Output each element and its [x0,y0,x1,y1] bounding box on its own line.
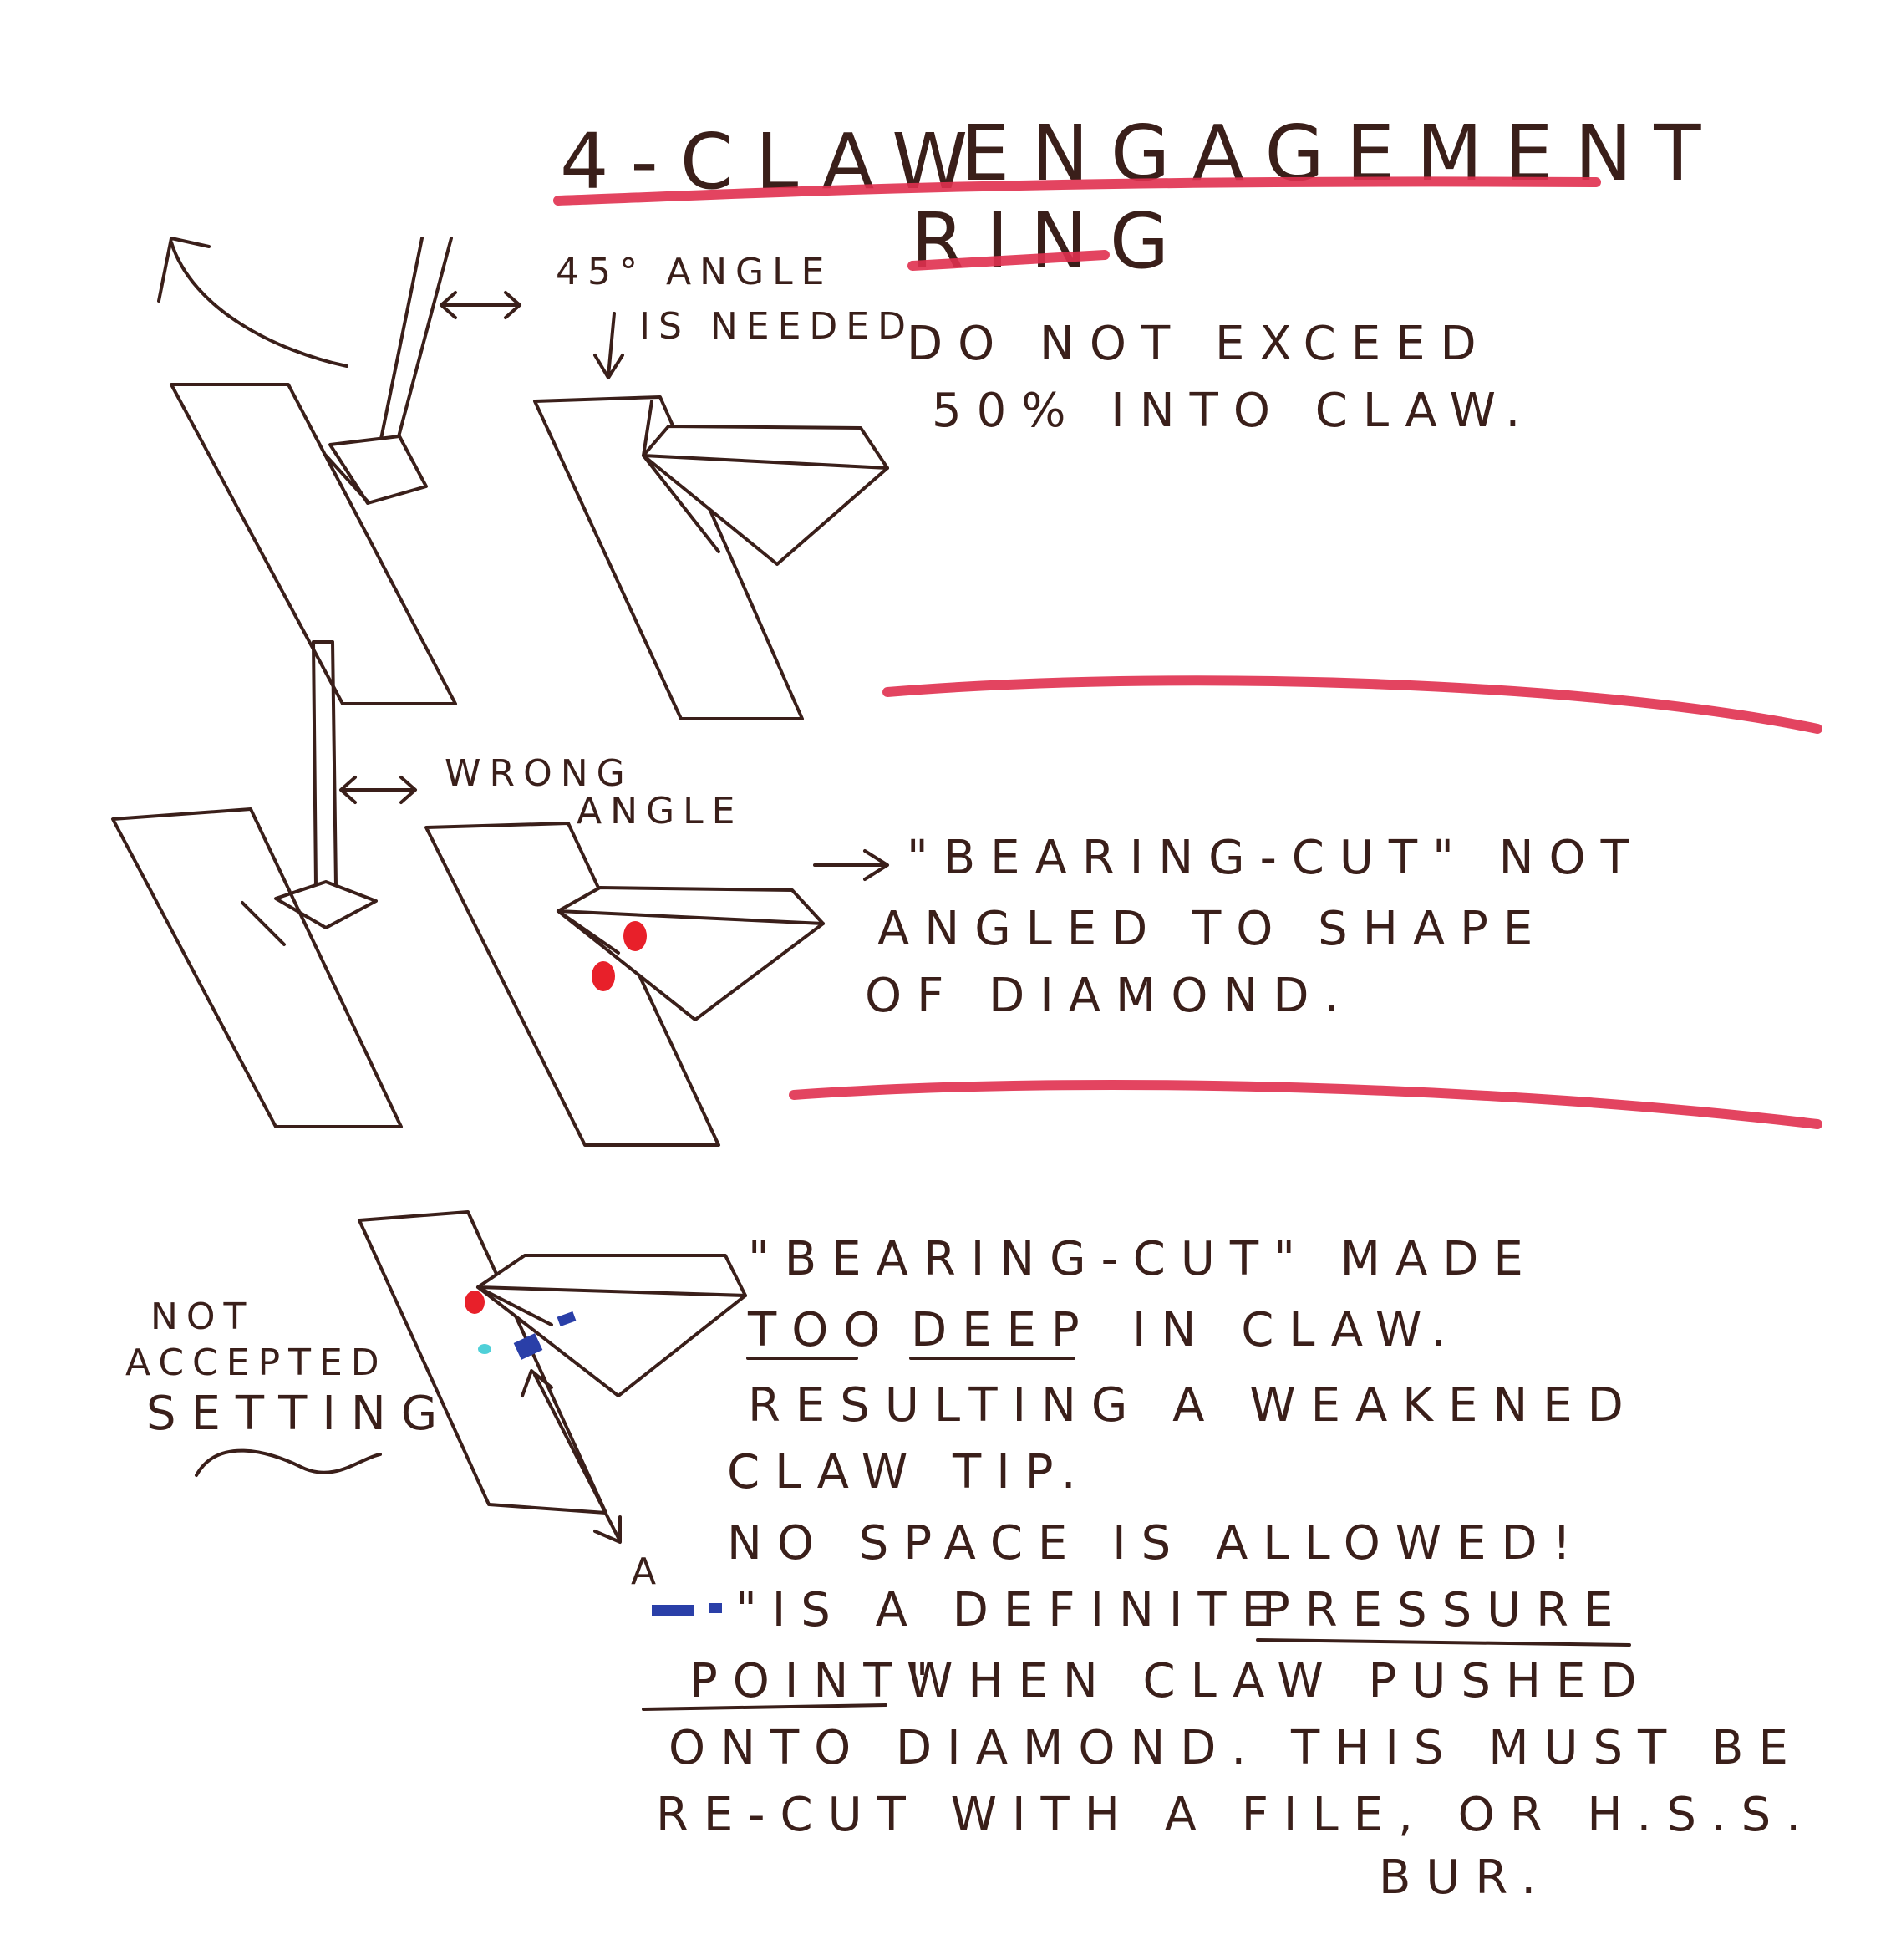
diamond-2 [557,886,825,1021]
title-line2: RING [911,196,1191,286]
angle-label-1a: 45° ANGLE [556,251,832,293]
section3-note-line4: CLAW TIP. [727,1445,1091,1499]
section2-note-line3: OF DIAMOND. [865,969,1354,1023]
angle-double-arrow-2 [339,776,417,804]
title: 4-CLAW ENGAGEMENT RING [553,109,1701,286]
red-dot-2a [623,921,647,951]
side-label-3: SETTING [146,1387,452,1441]
section3-note-line9: RE-CUT WITH A FILE, OR H.S.S. [656,1788,1816,1842]
diamond-1 [642,425,889,566]
graver-tip-2 [274,880,378,929]
section3-note-line10: BUR. [1379,1851,1551,1905]
section3-note-line8: ONTO DIAMOND. THIS MUST BE [668,1721,1803,1775]
section1-note-line1: DO NOT EXCEED [907,317,1492,371]
section3-note-line7a: POINT" [689,1654,943,1708]
down-arrow-1 [593,312,624,379]
title-line2-red-underline [907,250,1110,271]
small-marker-a: A [631,1550,664,1593]
section3-note-line6a: "IS A DEFINITE [735,1583,1286,1637]
title-red-underline [553,176,1601,206]
diamond-1-table [642,454,889,470]
claw-right-1 [533,395,804,720]
graver-shaft-2 [312,640,338,888]
diamond-2-table [557,909,825,955]
section3-note-line5: NO SPACE IS ALLOWED! [727,1516,1586,1571]
section3-note-line6b: PRESSURE [1262,1583,1628,1637]
claw-left-1-notch [324,454,369,503]
angle-double-arrow-1 [440,291,521,319]
divider-2 [789,1079,1822,1129]
section-wrong-angle: WRONG ANGLE "BEARING-CUT" NOT ANGLED TO … [111,640,1644,1147]
cyan-dot-3 [478,1344,491,1354]
section3-note-line3: RESULTING A WEAKENED [748,1378,1639,1433]
section3-note-line2c: IN CLAW. [1132,1303,1461,1357]
red-dot-2b [592,961,615,991]
graver-tip [328,435,428,505]
section2-note-line2: ANGLED TO SHAPE [877,902,1548,956]
blue-dot-3b [513,1333,543,1360]
claw-left-1 [170,383,457,705]
rotation-arrow [170,241,348,368]
underline-pressure [1256,1638,1631,1647]
diamond-3-table [476,1285,747,1326]
section3-note-line2b: DEEP [911,1303,1095,1357]
rotation-arrowhead [157,237,211,303]
side-squiggle [195,1448,382,1477]
blue-dash-legend-b [709,1603,722,1613]
side-label-2: ACCEPTED [125,1341,388,1384]
section2-note-line1: "BEARING-CUT" NOT [907,831,1644,885]
underline-point [642,1703,887,1711]
section1-note-line2: 50% INTO CLAW. [932,384,1535,438]
section-too-deep: NOT ACCEPTED SETTING A "BEARING-CUT" MAD… [125,1210,1816,1905]
divider-1 [882,675,1822,734]
section3-note-line7b: WHEN CLAW PUSHED [907,1654,1651,1708]
red-dot-3 [465,1291,485,1314]
diamond-3 [476,1254,747,1397]
blue-dash-legend [652,1605,694,1616]
wrong-label-1: WRONG [445,752,633,795]
angle-label-1b: IS NEEDED [639,305,914,348]
pressure-arrow [521,1369,622,1544]
section3-note-line1: "BEARING-CUT" MADE [748,1232,1538,1286]
side-label-1: NOT [150,1296,254,1338]
wrong-label-2: ANGLE [577,790,743,832]
section3-note-line2a: TOO [747,1303,895,1357]
claw-right-2 [424,822,720,1147]
claw-left-2 [111,807,403,1128]
blue-dot-3a [557,1311,577,1327]
pointer-arrow-2 [813,849,889,881]
section-correct-angle: 45° ANGLE IS NEEDED DO NOT EXCEED 50% IN… [157,237,1535,720]
graver-shaft [379,237,453,445]
claw-left-2-notch [241,901,286,946]
